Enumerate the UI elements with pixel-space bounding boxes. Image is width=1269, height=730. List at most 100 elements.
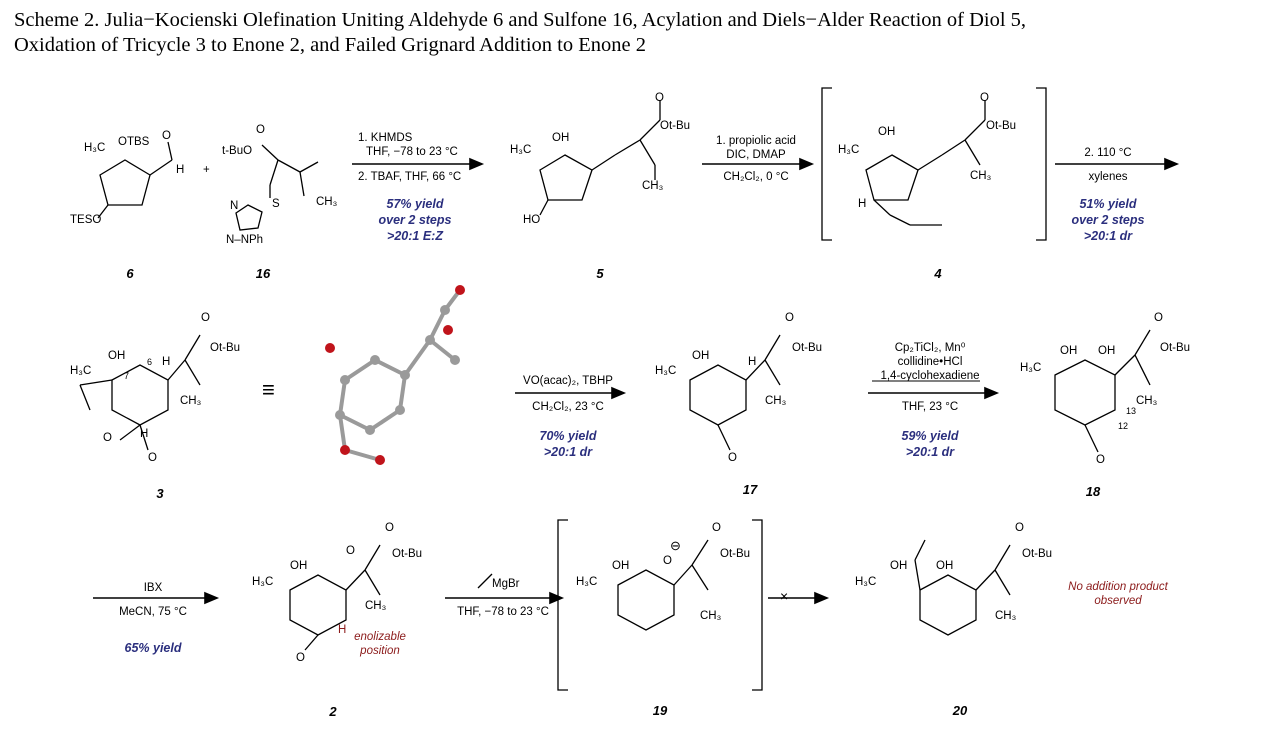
atom-oh-17: OH <box>692 350 710 362</box>
atom-ch3-17: CH₃ <box>765 395 787 407</box>
step5-line4: THF, 23 °C <box>901 401 959 413</box>
step4-yield-1: 70% yield <box>539 429 597 443</box>
bonds-row3 <box>289 519 1011 691</box>
step6-line1: IBX <box>143 582 163 594</box>
atom-h3c-20: H₃C <box>855 576 877 588</box>
step3-yield-1: 51% yield <box>1079 197 1137 211</box>
atom-h3c-3: H₃C <box>70 365 92 377</box>
step6-line2: MeCN, 75 °C <box>119 606 187 618</box>
step5-line2: collidine•HCl <box>897 356 963 368</box>
step1-yield: 57% yield over 2 steps >20:1 E:Z <box>379 196 452 244</box>
atom-h3c-17: H₃C <box>655 365 677 377</box>
label-compound-16: 16 <box>255 266 271 281</box>
step1-yield-2: over 2 steps <box>378 213 452 227</box>
step1-line3: 2. TBAF, THF, 66 °C <box>358 171 462 183</box>
atom-h3c-2: H₃C <box>252 576 274 588</box>
atom-otbu-18: Ot-Bu <box>1160 342 1191 354</box>
atom-o-2b: O <box>385 522 394 534</box>
scheme-title: Scheme 2. Julia−Kocienski Olefination Un… <box>14 8 1259 58</box>
enolizable-note: enolizable position <box>354 630 406 658</box>
atom-otbs-6: OTBS <box>118 136 150 148</box>
atom-oh-5: OH <box>552 132 570 144</box>
atom-o-5: O <box>655 92 664 104</box>
step1-conditions: 1. KHMDS THF, −78 to 23 °C <box>358 131 458 159</box>
atom-o-18c: O <box>1096 454 1105 466</box>
step5-line1: Cp₂TiCl₂, Mn⁰ <box>894 342 966 354</box>
step5-yield-1: 59% yield <box>901 429 959 443</box>
atom-otbu-17: Ot-Bu <box>792 342 823 354</box>
label-compound-3: 3 <box>156 486 164 501</box>
atom-h3c-4: H₃C <box>838 144 860 156</box>
step2-line2: DIC, DMAP <box>726 149 786 161</box>
step1-line2: THF, −78 to 23 °C <box>366 146 458 158</box>
step3-line2: xylenes <box>1088 171 1128 183</box>
atom-num-6: 6 <box>147 357 153 367</box>
label-compound-17: 17 <box>742 482 758 497</box>
atom-ho-5: HO <box>523 214 541 226</box>
step4-line2: CH₂Cl₂, 23 °C <box>532 401 604 413</box>
step6-yield: 65% yield <box>124 641 182 655</box>
label-compound-19: 19 <box>652 703 668 718</box>
atom-h-3b: H <box>140 428 149 440</box>
atom-tbuo-16: t-BuO <box>222 145 253 157</box>
crystal-structure <box>338 288 462 462</box>
label-compound-4: 4 <box>934 266 942 281</box>
atom-o-20: O <box>1015 522 1024 534</box>
atom-oh-4: OH <box>878 126 896 138</box>
atom-oh-2: OH <box>290 560 308 572</box>
atom-nph-16: N–NPh <box>226 234 264 246</box>
no-addition-note: No addition product observed <box>1068 580 1168 608</box>
step3-line1: 2. 110 °C <box>1084 147 1132 159</box>
step3-yield: 51% yield over 2 steps >20:1 dr <box>1072 196 1145 244</box>
step4-yield-2: >20:1 dr <box>543 445 593 459</box>
atom-o-18: O <box>1154 312 1163 324</box>
atom-minus-19: ⊖ <box>670 538 681 553</box>
atom-s-16: S <box>272 198 280 210</box>
atom-ch3-19: CH₃ <box>700 610 722 622</box>
step1-yield-1: 57% yield <box>386 197 444 211</box>
atom-n-16: N <box>230 200 239 212</box>
atom-num-7: 7 <box>124 371 130 381</box>
atom-mgbr-19: MgBr <box>492 578 520 590</box>
step2-conditions: 1. propiolic acid DIC, DMAP <box>716 134 796 162</box>
bonds-row2 <box>79 329 1151 453</box>
atom-o-19: O <box>663 555 672 567</box>
atom-o-19b: O <box>712 522 721 534</box>
bonds-row1 <box>97 87 1047 241</box>
step2-line1: 1. propiolic acid <box>716 135 796 147</box>
atom-o-6: O <box>162 130 171 142</box>
failed-mark-icon: × <box>780 588 789 604</box>
atom-o-17b: O <box>728 452 737 464</box>
atom-o-2: O <box>346 545 355 557</box>
step5-yield: 59% yield >20:1 dr <box>902 428 959 460</box>
atom-h-6: H <box>176 164 185 176</box>
label-compound-20: 20 <box>952 703 968 718</box>
step2-line3: CH₂Cl₂, 0 °C <box>723 171 789 183</box>
atom-h-3: H <box>162 356 171 368</box>
atom-oh-3: OH <box>108 350 126 362</box>
equivalence-sign: ≡ <box>262 377 275 402</box>
step1-line1: 1. KHMDS <box>358 132 413 144</box>
atom-num-13: 13 <box>1126 406 1137 416</box>
atom-ch3-5: CH₃ <box>642 180 664 192</box>
step5-conditions: Cp₂TiCl₂, Mn⁰ collidine•HCl 1,4-cyclohex… <box>880 341 979 383</box>
atom-o-3: O <box>201 312 210 324</box>
atom-ch3-4: CH₃ <box>970 170 992 182</box>
atom-o-3b: O <box>103 432 112 444</box>
atom-h-4: H <box>858 198 867 210</box>
atom-ch3-18: CH₃ <box>1136 395 1158 407</box>
atom-o-4: O <box>980 92 989 104</box>
no-addition-line2: observed <box>1094 595 1142 607</box>
crystal-atoms <box>325 285 465 465</box>
atom-o-17: O <box>785 312 794 324</box>
atom-o-16: O <box>256 124 265 136</box>
no-addition-line1: No addition product <box>1068 581 1168 593</box>
atom-h3c-5: H₃C <box>510 144 532 156</box>
atom-teso-6: TESO <box>70 214 102 226</box>
label-compound-2: 2 <box>329 704 337 719</box>
label-compound-5: 5 <box>596 266 604 281</box>
step4-yield: 70% yield >20:1 dr <box>540 428 597 460</box>
step5-line3: 1,4-cyclohexadiene <box>880 370 980 382</box>
atom-ch3-3: CH₃ <box>180 395 202 407</box>
enolizable-line1: enolizable <box>354 631 406 643</box>
